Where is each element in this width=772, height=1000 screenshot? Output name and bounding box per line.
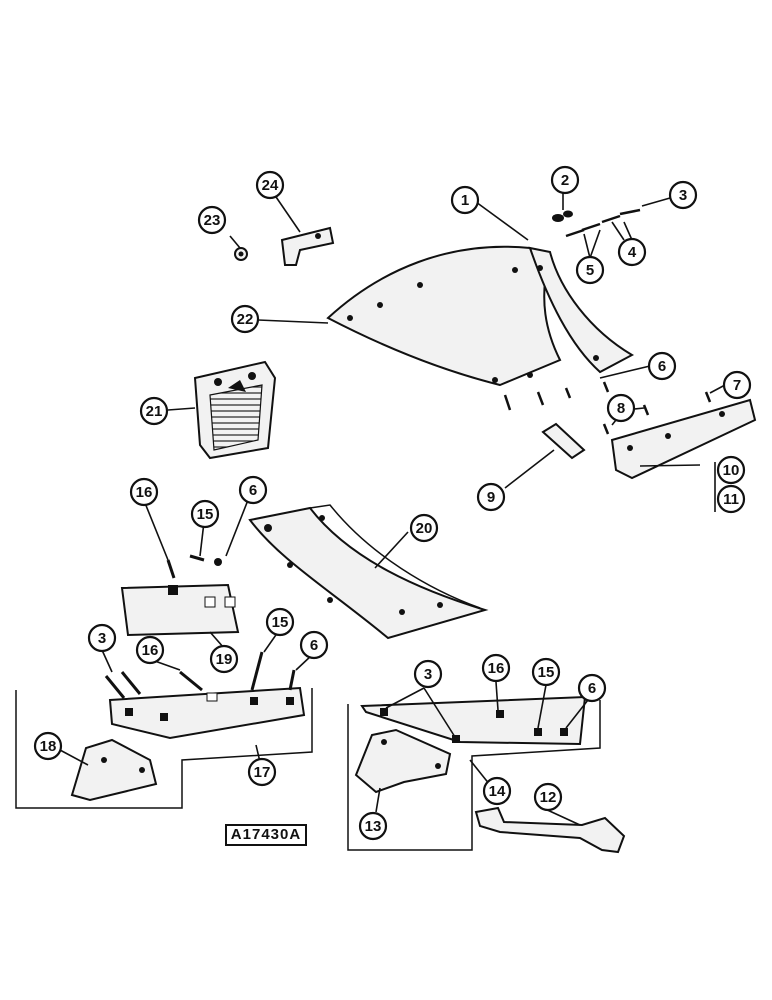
callout-19: 19: [209, 644, 239, 674]
drawing-number-label: A17430A: [225, 824, 307, 846]
callout-2: 2: [550, 165, 580, 195]
callout-14: 14: [482, 776, 512, 806]
nut-part: [234, 247, 248, 261]
svg-text:6: 6: [310, 637, 318, 654]
svg-text:3: 3: [679, 187, 687, 204]
callout-13: 13: [358, 811, 388, 841]
callout-15-b: 15: [265, 607, 295, 637]
svg-text:23: 23: [204, 212, 221, 229]
svg-text:10: 10: [723, 462, 740, 479]
svg-text:17: 17: [254, 764, 271, 781]
bolts-top: [552, 208, 641, 238]
landside-plate-part: [248, 504, 489, 640]
callout-17: 17: [247, 757, 277, 787]
svg-text:6: 6: [588, 680, 596, 697]
callout-6-c: 6: [299, 630, 329, 660]
svg-text:5: 5: [586, 262, 594, 279]
svg-text:1: 1: [461, 192, 469, 209]
callout-6-b: 6: [238, 475, 268, 505]
svg-text:4: 4: [628, 244, 637, 261]
svg-text:11: 11: [723, 491, 739, 508]
svg-text:15: 15: [197, 506, 214, 523]
svg-text:8: 8: [617, 400, 625, 417]
frame-left: [15, 688, 313, 809]
callout-21: 21: [139, 396, 169, 426]
plate-19-part: [120, 554, 240, 637]
callout-23: 23: [197, 205, 227, 235]
svg-text:13: 13: [365, 818, 382, 835]
svg-text:18: 18: [40, 738, 57, 755]
svg-text:24: 24: [262, 177, 279, 194]
svg-text:15: 15: [538, 664, 555, 681]
callout-3: 3: [668, 180, 698, 210]
svg-text:7: 7: [733, 377, 741, 394]
frame-right: [347, 700, 601, 851]
callout-3-c: 3: [413, 659, 443, 689]
svg-text:16: 16: [142, 642, 159, 659]
svg-text:6: 6: [249, 482, 257, 499]
svg-text:2: 2: [561, 172, 569, 189]
callout-6-d: 6: [577, 673, 607, 703]
brace-part: [280, 226, 335, 266]
callout-8: 8: [606, 393, 636, 423]
callout-16-c: 16: [481, 653, 511, 683]
svg-text:21: 21: [146, 403, 163, 420]
heel-part: [70, 738, 158, 802]
callout-16-b: 16: [135, 635, 165, 665]
frog-part: [193, 360, 277, 460]
moldboard-part: [326, 245, 635, 387]
callout-5: 5: [575, 255, 605, 285]
callout-4: 4: [617, 237, 647, 267]
brace-rod-part: [474, 806, 626, 854]
callout-9: 9: [476, 482, 506, 512]
svg-text:19: 19: [216, 651, 233, 668]
landside-bar-part: [104, 651, 306, 740]
svg-text:3: 3: [424, 666, 432, 683]
callout-7: 7: [722, 370, 752, 400]
callout-15-c: 15: [531, 657, 561, 687]
callout-22: 22: [230, 304, 260, 334]
svg-text:6: 6: [658, 358, 666, 375]
callout-12: 12: [533, 782, 563, 812]
callout-15-a: 15: [190, 499, 220, 529]
callout-1: 1: [450, 185, 480, 215]
svg-text:20: 20: [416, 520, 433, 537]
svg-text:14: 14: [489, 783, 506, 800]
svg-text:9: 9: [487, 489, 495, 506]
svg-text:16: 16: [488, 660, 505, 677]
callout-11: 11: [716, 484, 746, 514]
callout-16-a: 16: [129, 477, 159, 507]
bar-14-part: [360, 695, 587, 746]
svg-text:3: 3: [98, 630, 106, 647]
bolts-mid: [503, 381, 712, 435]
share-part: [610, 398, 757, 512]
svg-text:16: 16: [136, 484, 153, 501]
leader-lines: [59, 192, 726, 826]
svg-text:22: 22: [237, 311, 254, 328]
callout-10: 10: [716, 455, 746, 485]
heel-13-part: [354, 728, 452, 794]
callout-3-b: 3: [87, 623, 117, 653]
callout-20: 20: [409, 513, 439, 543]
svg-text:15: 15: [272, 614, 289, 631]
clip-part: [541, 422, 586, 460]
callout-6-top: 6: [647, 351, 677, 381]
callout-18: 18: [33, 731, 63, 761]
callout-24: 24: [255, 170, 285, 200]
svg-text:12: 12: [540, 789, 557, 806]
